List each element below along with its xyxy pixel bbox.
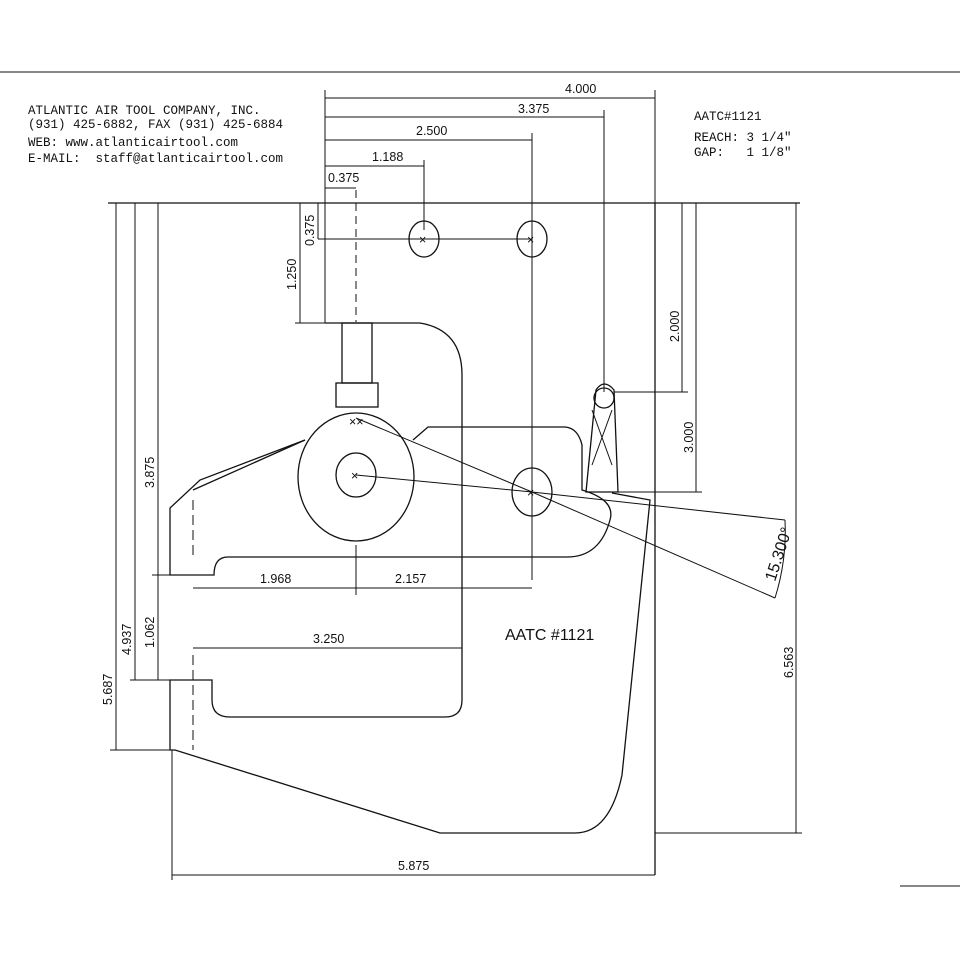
disc-center-mark: × bbox=[351, 469, 358, 483]
punch-collar bbox=[335, 382, 379, 408]
dim-5687: 5.687 bbox=[101, 674, 115, 705]
angle-label: 15.300° bbox=[763, 525, 796, 583]
dim-1188: 1.188 bbox=[372, 150, 403, 164]
part-label: AATC #1121 bbox=[505, 627, 594, 644]
dim-2500: 2.500 bbox=[416, 124, 447, 138]
part-outline bbox=[169, 322, 651, 834]
hole-mark-right: × bbox=[527, 233, 534, 247]
dim-0375h: 0.375 bbox=[328, 171, 359, 185]
jaw-slope bbox=[192, 439, 306, 491]
spec-model: AATC#1121 bbox=[694, 110, 762, 124]
dim-3250: 3.250 bbox=[313, 632, 344, 646]
lever-cross bbox=[591, 409, 613, 466]
dim-1968: 1.968 bbox=[260, 572, 291, 586]
spec-reach: REACH: 3 1/4" bbox=[694, 131, 792, 145]
dim-1250: 1.250 bbox=[285, 259, 299, 290]
dim-2000: 2.000 bbox=[668, 311, 682, 342]
dim-3000: 3.000 bbox=[682, 422, 696, 453]
angle-ray-1 bbox=[531, 491, 786, 521]
upper-jaw bbox=[169, 426, 612, 576]
lever-handle bbox=[585, 383, 619, 493]
dim-3375: 3.375 bbox=[518, 102, 549, 116]
angle-arc bbox=[774, 519, 786, 599]
rotating-disc bbox=[297, 412, 415, 542]
punch-mark: ×× bbox=[349, 415, 364, 429]
dim-1062: 1.062 bbox=[143, 617, 157, 648]
dim-2157: 2.157 bbox=[395, 572, 426, 586]
angle-ray-2 bbox=[531, 491, 776, 599]
link-line-b bbox=[355, 474, 533, 493]
dim-5875: 5.875 bbox=[398, 859, 429, 873]
hole-mark-left: × bbox=[419, 233, 426, 247]
dim-4000: 4.000 bbox=[565, 82, 596, 96]
company-web: WEB: www.atlanticairtool.com bbox=[28, 136, 239, 150]
link-line-a bbox=[355, 417, 533, 493]
dim-0375v: 0.375 bbox=[303, 215, 317, 246]
company-phone: (931) 425-6882, FAX (931) 425-6884 bbox=[28, 118, 284, 132]
spec-gap: GAP: 1 1/8" bbox=[694, 146, 792, 160]
dim-4937: 4.937 bbox=[120, 624, 134, 655]
dim-3875: 3.875 bbox=[143, 457, 157, 488]
company-name: ATLANTIC AIR TOOL COMPANY, INC. bbox=[28, 104, 261, 118]
punch-shank bbox=[341, 322, 373, 384]
disc-hub bbox=[335, 452, 377, 498]
dim-6563: 6.563 bbox=[782, 647, 796, 678]
company-email: E-MAIL: staff@atlanticairtool.com bbox=[28, 152, 284, 166]
pivot-center-mark: × bbox=[527, 486, 534, 500]
